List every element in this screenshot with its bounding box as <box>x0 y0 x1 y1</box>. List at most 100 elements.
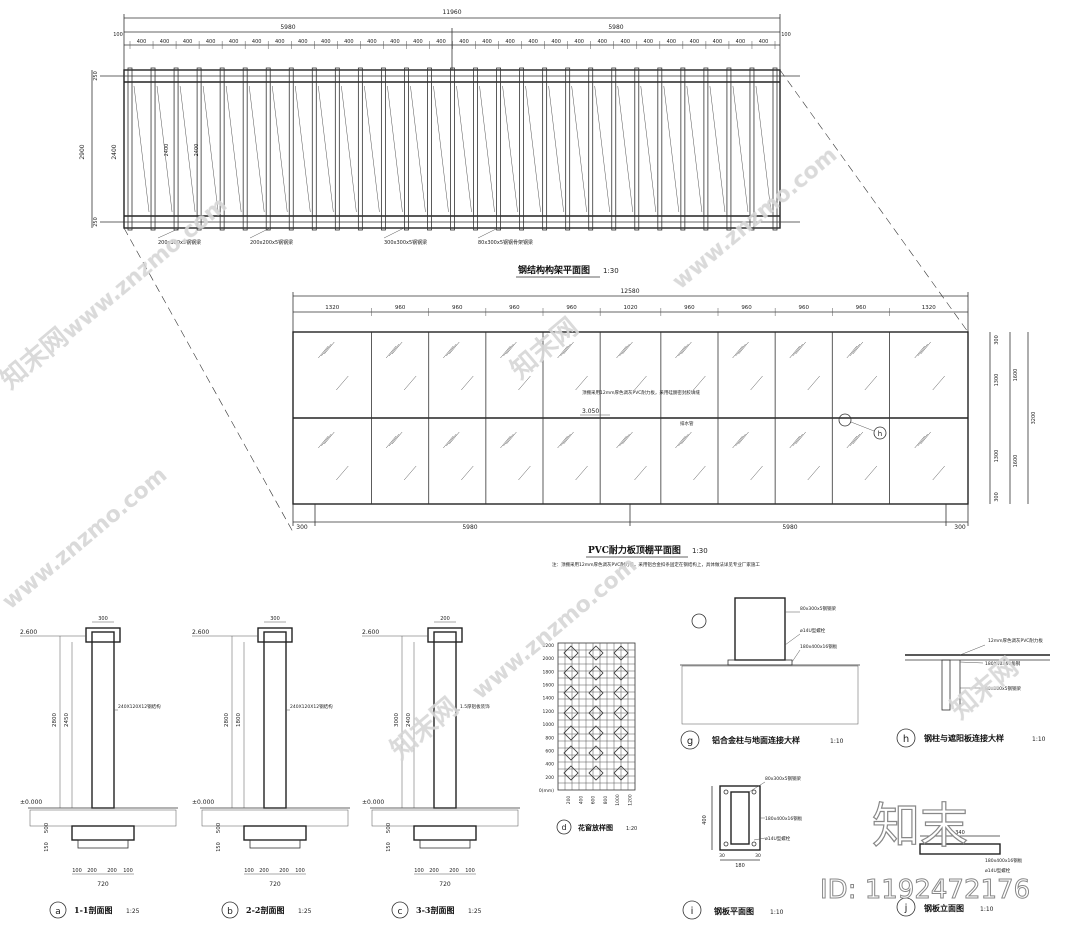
brace <box>341 85 357 213</box>
detail-h: 12mm厚色调灰PVC耐力板 180X40X60角钢 80x300x5钢钢梁 h… <box>896 637 1050 748</box>
spacing-label: 400 <box>160 39 170 45</box>
glass-hatch <box>403 465 417 481</box>
glass-hatch <box>318 345 329 359</box>
pvc-right-total-1: 1600 <box>1013 369 1019 382</box>
purlin <box>749 67 755 231</box>
section-top-width: 200 <box>440 616 450 622</box>
glass-hatch <box>807 465 820 481</box>
spacing-label: 400 <box>620 39 630 45</box>
glass-hatch <box>506 341 517 355</box>
glass-hatches <box>318 341 945 481</box>
purlin <box>519 67 525 231</box>
brace <box>456 85 472 213</box>
pvc-bottom-half-left: 5980 <box>462 524 477 531</box>
section-dim-inner: 2400 <box>406 713 412 727</box>
spacing-label: 400 <box>551 39 561 45</box>
purlin <box>473 67 478 231</box>
brace <box>732 85 749 213</box>
detail-i-note-2: 180x400x16钢板 <box>765 815 803 822</box>
plan-half-width-right: 5980 <box>608 24 623 31</box>
detail-i-width: 180 <box>735 863 745 869</box>
purlin <box>772 67 778 231</box>
purlin <box>219 67 225 231</box>
purlin <box>311 67 317 231</box>
glass-hatch <box>864 465 878 481</box>
purlin <box>357 67 363 231</box>
section-base-dim: 200 <box>429 868 439 874</box>
plan-edge-left: 100 <box>113 32 123 38</box>
section-scale: 1:25 <box>298 908 312 915</box>
purlin <box>196 67 202 231</box>
glass-hatch <box>500 345 511 359</box>
glass-hatch <box>846 435 858 449</box>
spacing-label: 400 <box>644 39 654 45</box>
member-label-2: 200x200x5钢钢梁 <box>250 239 293 246</box>
glass-hatch <box>807 375 820 391</box>
plan-edge-band-bottom: 250 <box>93 217 99 227</box>
detail-h-note-1: 12mm厚色调灰PVC耐力板 <box>988 637 1043 644</box>
brace <box>502 85 518 213</box>
pattern-id: d <box>561 823 566 832</box>
glass-hatch <box>500 435 511 449</box>
pattern-x-label: 200 <box>566 796 572 805</box>
detail-h-note-2: 180X40X60角钢 <box>985 660 1021 667</box>
pvc-pipe-label: 排水管 <box>680 420 694 427</box>
detail-j-note-2: ø14U型螺栓 <box>985 867 1011 874</box>
purlin <box>127 67 133 231</box>
watermark-brand-3: 知末网 <box>385 692 464 765</box>
detail-i-edge-l: 30 <box>719 853 725 859</box>
pvc-callout: h <box>878 430 882 438</box>
glass-hatch <box>849 433 861 447</box>
brace <box>571 85 587 213</box>
section-dim-outer: 3000 <box>394 713 400 727</box>
glass-hatch <box>560 433 571 447</box>
pattern-y-label: 0(mm) <box>539 788 554 794</box>
glass-hatch <box>634 465 647 481</box>
glass-hatch <box>795 341 806 355</box>
spacing-label: 400 <box>436 39 446 45</box>
purlin <box>703 67 709 231</box>
watermark-url-4: www.znzmo.com <box>468 553 642 705</box>
purlin <box>611 67 617 231</box>
bay-label: 960 <box>684 305 695 311</box>
plan-height-inner: 2400 <box>111 144 118 159</box>
glass-hatch <box>849 343 861 357</box>
purlin <box>565 67 571 231</box>
glass-hatch <box>560 343 571 357</box>
pvc-bottom-edge-left: 300 <box>296 524 308 531</box>
glass-hatch <box>920 431 931 445</box>
section-scale: 1:25 <box>126 908 140 915</box>
glass-hatch <box>321 343 332 357</box>
purlin <box>542 67 548 231</box>
detail-g-scale: 1:10 <box>830 738 844 745</box>
pattern-y-label: 1200 <box>543 709 555 715</box>
glass-hatch <box>388 343 400 357</box>
purlin <box>150 67 156 231</box>
section-dim-inner: 2450 <box>64 713 70 727</box>
glass-hatch <box>789 345 800 359</box>
brace <box>755 85 772 213</box>
glass-hatch <box>693 465 706 481</box>
glass-hatch <box>391 431 403 445</box>
pattern-y-label: 1400 <box>543 696 555 702</box>
glass-hatch <box>506 431 517 445</box>
detail-j-id: j <box>904 903 908 914</box>
brace <box>548 85 564 213</box>
section-base-width: 720 <box>439 881 451 888</box>
pattern-y-label: 200 <box>545 775 554 781</box>
pattern-y-label: 400 <box>545 762 554 768</box>
plan-half-width-left: 5980 <box>280 24 295 31</box>
glass-hatch <box>932 375 945 391</box>
glass-hatch <box>563 431 574 445</box>
brace <box>617 85 634 213</box>
purlin <box>173 67 179 231</box>
purlin <box>427 67 432 231</box>
glass-hatch <box>575 375 588 391</box>
watermark-brand-1: 知末网 <box>0 322 74 395</box>
lattice-pattern: 2200200018001600140012001000800600400200… <box>539 642 637 835</box>
section-top-level: 2.600 <box>362 629 379 636</box>
detail-g-note-3: 180x400x16钢板 <box>800 643 838 650</box>
bay-label: 960 <box>741 305 752 311</box>
